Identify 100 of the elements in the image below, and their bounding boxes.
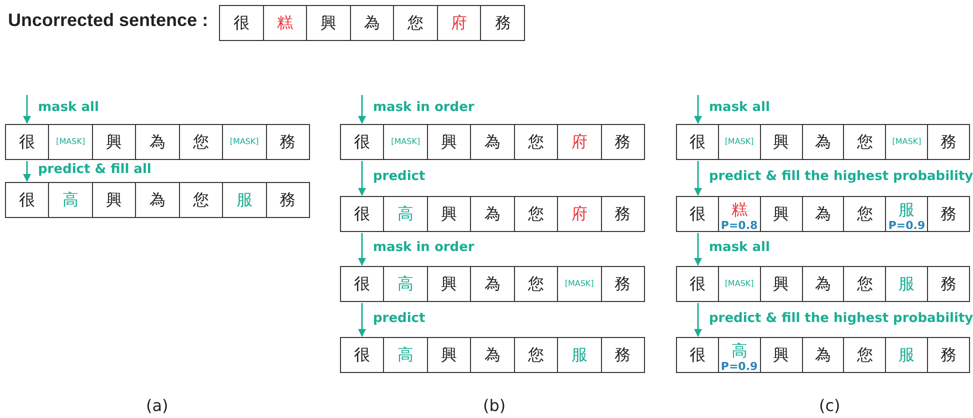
row-caption: Uncorrected sentence :: [8, 10, 208, 31]
character: 為: [364, 14, 380, 32]
character: 為: [815, 205, 831, 223]
character: 興: [106, 191, 122, 209]
mask-token: [MASK]: [724, 278, 754, 290]
character: 很: [19, 133, 36, 151]
character: 興: [773, 133, 790, 151]
character: 服: [898, 201, 915, 219]
mask-token: [MASK]: [892, 136, 922, 148]
character: 您: [856, 205, 873, 223]
token-cell: [885, 197, 928, 231]
character: 您: [856, 346, 873, 364]
character: 務: [614, 205, 631, 223]
edge-label: mask in order: [373, 100, 474, 116]
character: 很: [19, 191, 36, 209]
character: 糕: [276, 14, 293, 32]
character: 為: [484, 133, 500, 151]
character: 服: [898, 346, 915, 364]
character: 為: [149, 191, 166, 209]
character: 很: [354, 275, 370, 293]
arrow: [358, 233, 366, 266]
character: 務: [940, 346, 957, 364]
character: 興: [441, 275, 458, 293]
character: 務: [614, 275, 631, 293]
probability-value: P=0.9: [887, 220, 926, 232]
sentence-row: [676, 124, 970, 160]
edge-label: mask all: [709, 240, 770, 256]
character: 高: [62, 191, 79, 209]
arrow: [23, 161, 31, 182]
character: 很: [354, 205, 370, 223]
sentence-row: [676, 196, 970, 232]
sentence-row: [676, 266, 970, 302]
character: 服: [898, 275, 915, 293]
mask-token: [MASK]: [56, 136, 86, 148]
arrow: [358, 303, 366, 337]
edge-label: mask all: [38, 100, 99, 116]
character: 為: [484, 205, 500, 223]
character: 您: [856, 133, 873, 151]
character: 為: [149, 133, 166, 151]
arrow: [694, 161, 702, 196]
probability-value: P=0.9: [720, 361, 759, 373]
character: 很: [689, 205, 706, 223]
character: 務: [280, 133, 296, 151]
mask-token: [MASK]: [564, 278, 594, 290]
character: 府: [571, 133, 588, 151]
character: 府: [571, 205, 588, 223]
character: 您: [528, 133, 544, 151]
character: 務: [494, 14, 511, 32]
character: 興: [773, 205, 790, 223]
character: 很: [354, 133, 370, 151]
edge-label: predict & fill the highest probability: [709, 169, 973, 185]
character: 興: [773, 275, 790, 293]
character: 務: [940, 205, 957, 223]
sentence-row: [340, 124, 645, 160]
arrow: [358, 95, 366, 124]
edge-label: mask all: [709, 100, 770, 116]
edge-label: predict: [373, 310, 426, 326]
character: 服: [236, 191, 252, 209]
character: 為: [815, 275, 831, 293]
edge-label: mask in order: [373, 240, 474, 256]
character: 高: [398, 346, 414, 364]
edge-label: predict: [373, 169, 426, 185]
arrow: [694, 303, 702, 337]
character: 務: [280, 191, 296, 209]
mask-token: [MASK]: [724, 136, 754, 148]
mask-token: [MASK]: [230, 136, 259, 148]
character: 務: [614, 346, 631, 364]
mask-token: [MASK]: [391, 136, 420, 148]
sentence-row: [5, 182, 310, 218]
character: 興: [441, 346, 458, 364]
sentence-row: [676, 337, 970, 373]
character: 為: [815, 346, 831, 364]
sentence-row: [340, 337, 645, 373]
token-cell: [718, 197, 760, 231]
edge-label: predict & fill all: [38, 162, 152, 178]
character: 很: [233, 14, 250, 32]
character: 興: [441, 133, 458, 151]
character: 高: [398, 205, 414, 223]
character: 您: [528, 346, 544, 364]
character: 高: [398, 275, 414, 293]
panel-label: (b): [483, 396, 506, 415]
character: 糕: [731, 201, 748, 219]
character: 興: [320, 14, 336, 32]
character: 務: [614, 133, 631, 151]
sentence-row: [219, 5, 525, 41]
character: 很: [689, 346, 706, 364]
character: 服: [571, 346, 588, 364]
character: 為: [484, 275, 500, 293]
character: 很: [354, 346, 370, 364]
arrow: [23, 95, 31, 124]
panel-label: (c): [819, 396, 840, 415]
arrow: [694, 233, 702, 266]
character: 興: [106, 133, 122, 151]
character: 高: [731, 342, 748, 360]
character: 府: [451, 14, 468, 32]
sentence-row: [340, 196, 645, 232]
character: 很: [689, 275, 706, 293]
panel-label: (a): [146, 396, 168, 415]
character: 您: [192, 191, 209, 209]
probability-value: P=0.8: [720, 220, 759, 232]
